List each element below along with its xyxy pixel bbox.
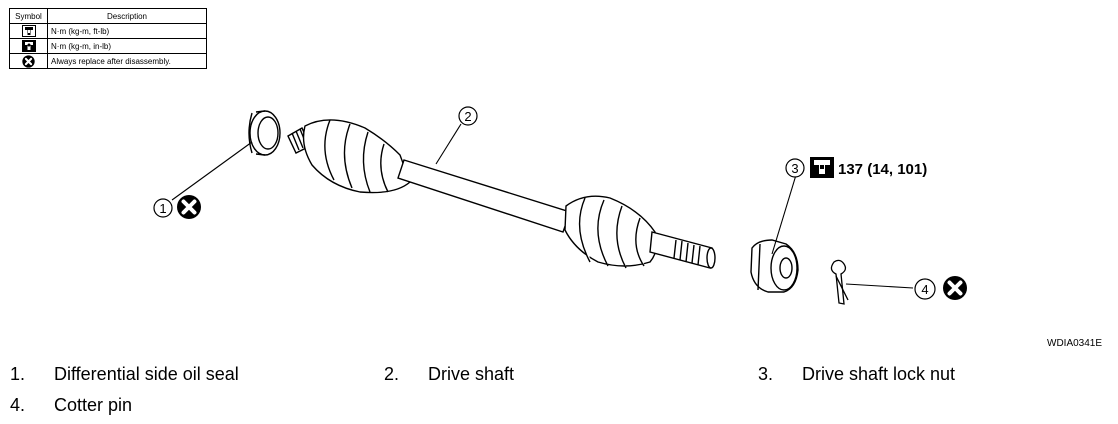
symbol-legend-table: Symbol Description N·m (kg-m, ft-lb) N·m… [9, 8, 207, 69]
figure-code: WDIA0341E [1047, 338, 1103, 349]
legend-description: Always replace after disassembly. [47, 53, 207, 69]
torque-wrench-icon [21, 25, 36, 37]
part-name: Drive shaft [428, 364, 515, 384]
callout-1-circle [153, 198, 173, 218]
part-name: Cotter pin [54, 395, 133, 415]
part-name: Drive shaft lock nut [802, 364, 956, 384]
callout-2-circle [458, 106, 478, 126]
torque-value: 137 (14, 101) [838, 161, 927, 178]
part-number: 4. [10, 395, 26, 415]
callout-2-number: 2 [464, 109, 471, 124]
legend-symbol-cell [9, 53, 48, 69]
callout-4-number: 4 [921, 282, 928, 297]
torque-wrench-icon [810, 157, 834, 178]
callout-4-circle [914, 278, 936, 300]
cotter-pin [830, 259, 849, 305]
oil-seal [248, 110, 281, 156]
always-replace-icon [941, 274, 969, 302]
legend-row: N·m (kg-m, in-lb) [9, 38, 207, 54]
legend-row: Always replace after disassembly. [9, 53, 207, 69]
callout-3-number: 3 [791, 161, 798, 176]
part-number: 2. [384, 364, 400, 384]
always-replace-icon [175, 193, 203, 221]
part-number: 1. [10, 364, 26, 384]
lock-nut [750, 239, 799, 293]
part-number: 3. [758, 364, 774, 384]
callout-3-circle [785, 158, 805, 178]
always-replace-icon [22, 54, 35, 68]
callout-1-number: 1 [159, 201, 166, 216]
legend-symbol-cell [9, 23, 48, 39]
drive-shaft-diagram: 1 2 3 137 (14, 101) 4 [153, 106, 969, 305]
leader-lines [171, 123, 914, 289]
part-name: Differential side oil seal [54, 364, 239, 384]
drive-shaft [287, 119, 716, 269]
torque-wrench-small-icon [21, 40, 36, 52]
